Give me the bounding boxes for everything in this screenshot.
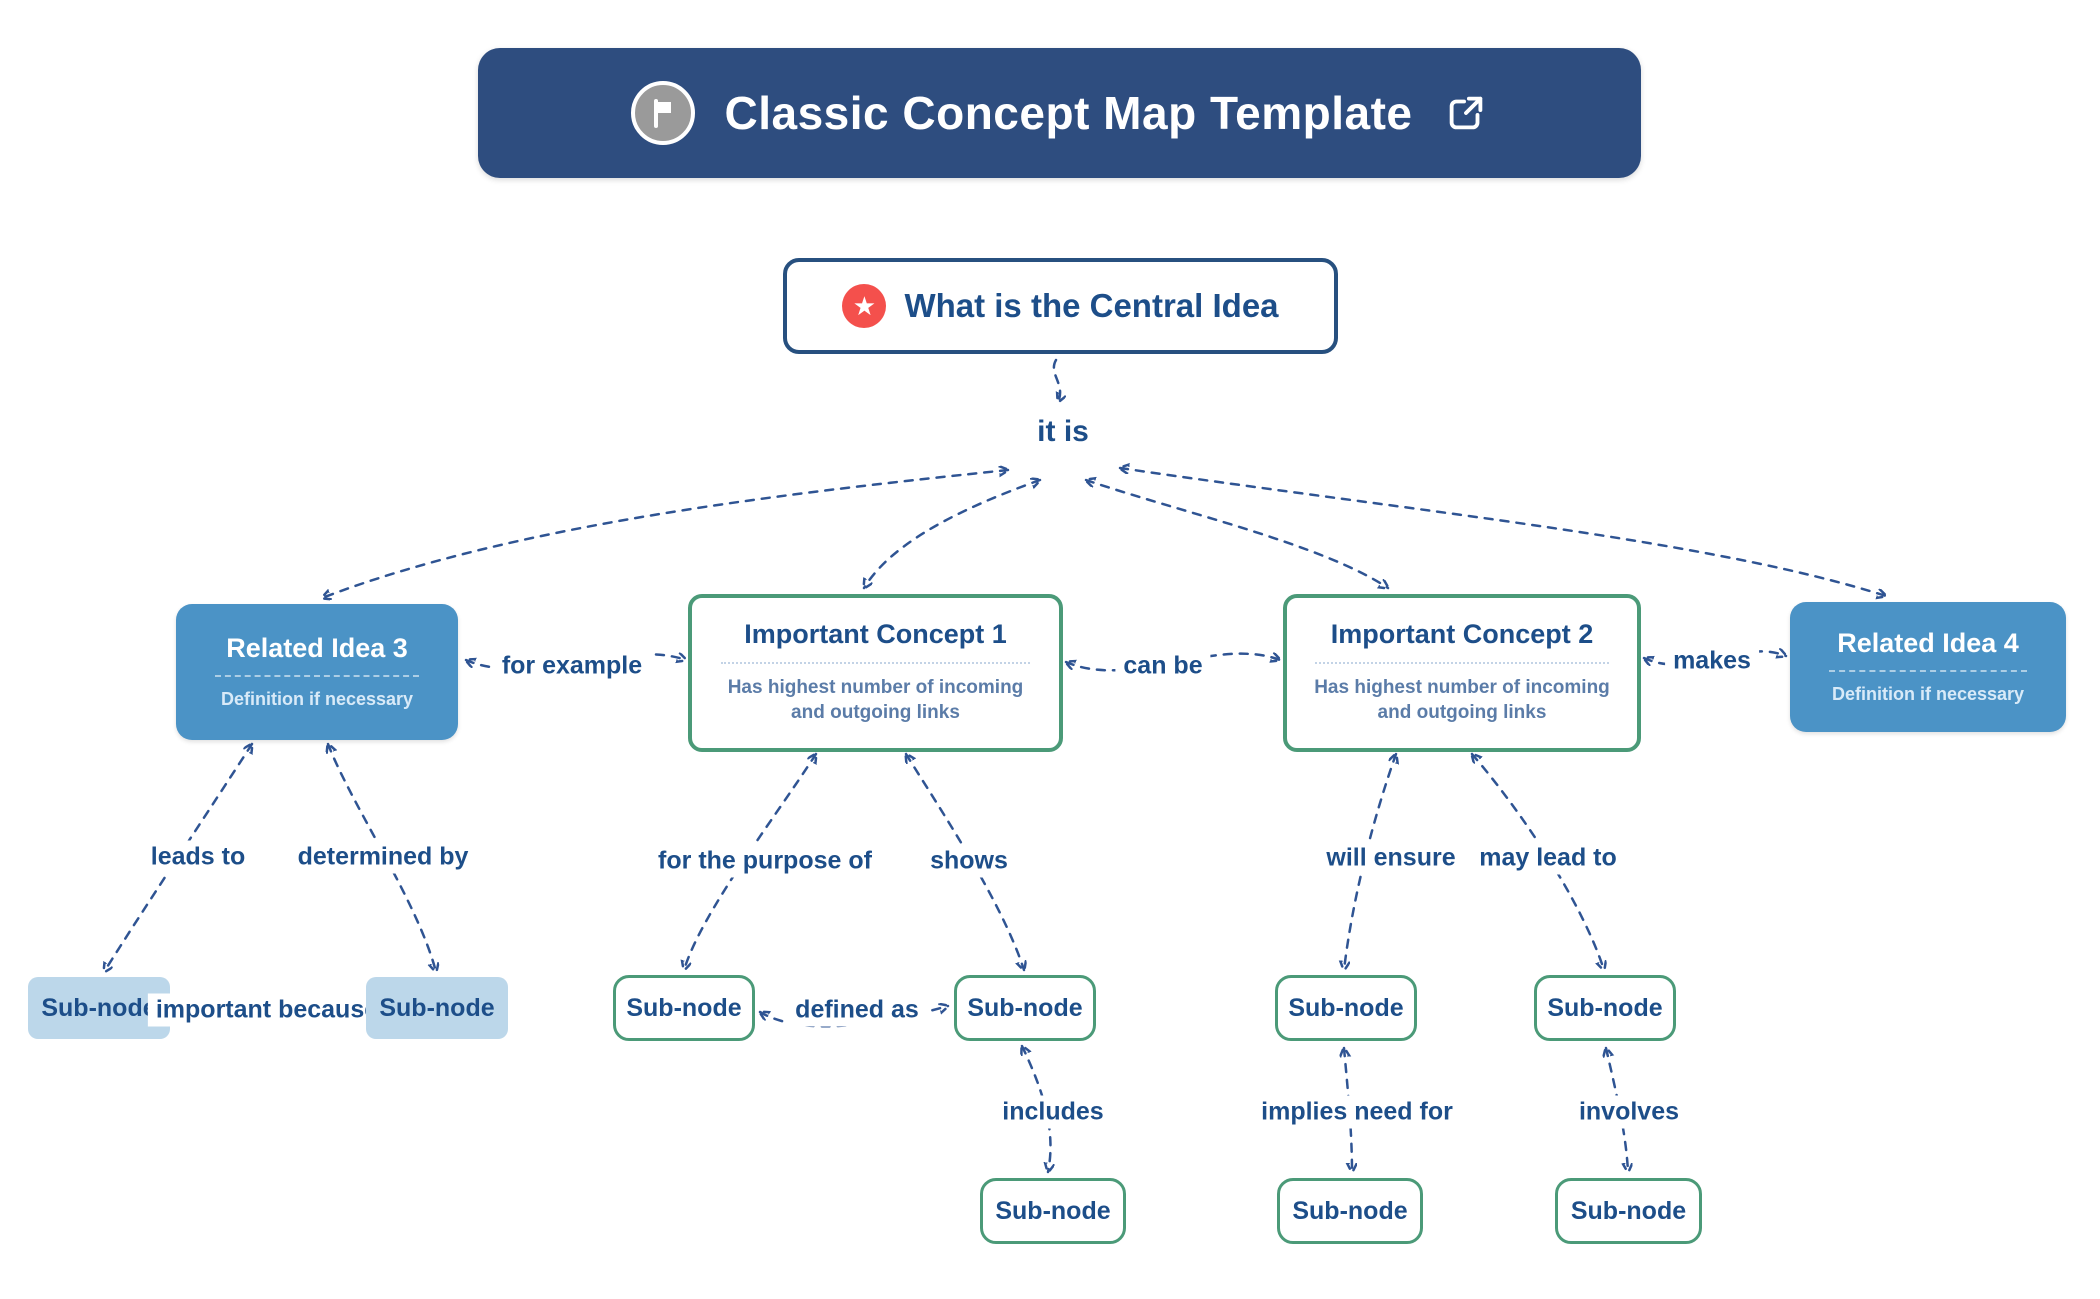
subnode-involves[interactable]: Sub-node	[1555, 1178, 1702, 1244]
node-title: Important Concept 2	[1330, 619, 1594, 650]
edge-label-for-the-purpose-of[interactable]: for the purpose of	[650, 844, 880, 878]
edge-central-to-itis	[1054, 358, 1060, 402]
external-link-icon[interactable]	[1443, 90, 1489, 136]
node-important-concept-2[interactable]: Important Concept 2 Has highest number o…	[1283, 594, 1641, 752]
edge-label-leads-to[interactable]: leads to	[142, 840, 254, 874]
node-subtitle: Definition if necessary	[220, 689, 414, 710]
subnode-implies-need-for[interactable]: Sub-node	[1277, 1178, 1423, 1244]
edge-label-for-example[interactable]: for example	[493, 649, 651, 683]
central-idea-title: What is the Central Idea	[904, 287, 1279, 324]
edge-label-makes[interactable]: makes	[1665, 644, 1759, 678]
edge-label-important-because[interactable]: important because	[147, 993, 387, 1027]
node-separator	[1315, 662, 1609, 665]
node-subtitle: Has highest number of incoming and outgo…	[727, 677, 1024, 723]
flag-icon	[630, 81, 695, 145]
edge-label-defined-as[interactable]: defined as	[787, 993, 927, 1027]
node-title: Related Idea 4	[1837, 627, 2019, 658]
map-title: Classic Concept Map Template	[724, 87, 1413, 139]
star-icon: ★	[842, 284, 887, 328]
edge-label-will-ensure[interactable]: will ensure	[1318, 841, 1464, 875]
edge-label-determined-by[interactable]: determined by	[289, 840, 477, 874]
edge-itis-to-concept-1	[864, 480, 1040, 588]
edge-label-involves[interactable]: involves	[1570, 1095, 1688, 1129]
node-related-idea-4[interactable]: Related Idea 4 Definition if necessary	[1790, 602, 2066, 732]
edge-label-can-be[interactable]: can be	[1115, 649, 1211, 683]
node-subtitle: Definition if necessary	[1831, 684, 2025, 705]
edge-itis-to-related-idea-3	[322, 470, 1008, 598]
edge-label-shows[interactable]: shows	[922, 844, 1016, 878]
node-separator	[1828, 670, 2028, 673]
node-subtitle: Has highest number of incoming and outgo…	[1314, 677, 1610, 723]
node-title: Important Concept 1	[744, 619, 1007, 650]
edge-itis-to-concept-2	[1086, 480, 1388, 588]
edge-label-includes[interactable]: includes	[994, 1095, 1112, 1129]
subnode-purpose[interactable]: Sub-node	[613, 975, 755, 1041]
node-separator	[721, 662, 1030, 665]
subnode-will-ensure[interactable]: Sub-node	[1275, 975, 1417, 1041]
subnode-leads-to[interactable]: Sub-node	[28, 977, 170, 1039]
map-title-banner[interactable]: Classic Concept Map Template	[478, 48, 1641, 178]
edge-label-may-lead-to[interactable]: may lead to	[1471, 841, 1625, 875]
central-idea-node[interactable]: ★ What is the Central Idea	[783, 258, 1338, 354]
edge-label-it-is[interactable]: it is	[1029, 413, 1097, 451]
node-separator	[215, 675, 419, 678]
subnode-may-lead-to[interactable]: Sub-node	[1534, 975, 1676, 1041]
subnode-includes[interactable]: Sub-node	[980, 1178, 1126, 1244]
node-important-concept-1[interactable]: Important Concept 1 Has highest number o…	[688, 594, 1063, 752]
edge-itis-to-related-idea-4	[1120, 468, 1886, 596]
node-title: Related Idea 3	[226, 632, 408, 663]
node-related-idea-3[interactable]: Related Idea 3 Definition if necessary	[176, 604, 458, 740]
subnode-determined-by[interactable]: Sub-node	[366, 977, 508, 1039]
subnode-shows[interactable]: Sub-node	[954, 975, 1096, 1041]
edge-label-implies-need-for[interactable]: implies need for	[1253, 1095, 1461, 1129]
